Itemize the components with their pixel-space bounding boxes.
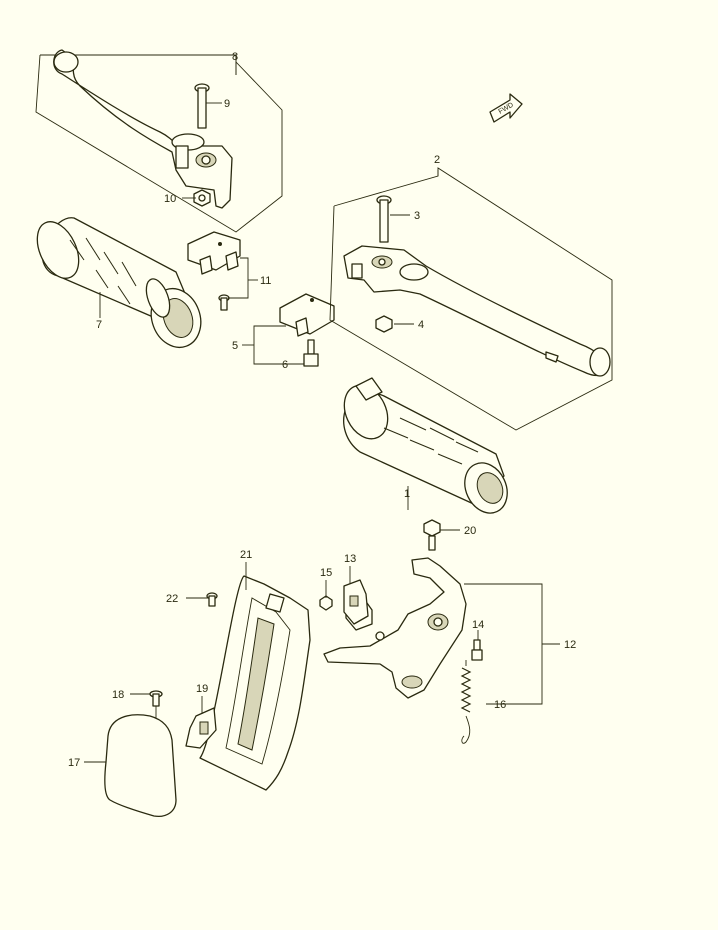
bolt-20 bbox=[423, 519, 441, 551]
switch-housing-21 bbox=[199, 575, 311, 791]
switch-bracket-12 bbox=[323, 557, 467, 699]
callout-5: 5 bbox=[232, 340, 238, 352]
callout-1: 1 bbox=[404, 488, 410, 500]
callout-3: 3 bbox=[414, 210, 420, 222]
callout-4: 4 bbox=[418, 319, 424, 331]
screw-18 bbox=[149, 690, 163, 707]
callout-11: 11 bbox=[260, 275, 271, 287]
callout-16: 16 bbox=[494, 699, 506, 711]
callout-8: 8 bbox=[232, 51, 238, 63]
leader-lines bbox=[84, 62, 560, 763]
nut-15 bbox=[319, 595, 333, 611]
spring-16 bbox=[460, 660, 472, 744]
callout-14: 14 bbox=[472, 619, 484, 631]
left-grip bbox=[36, 217, 202, 349]
callout-10: 10 bbox=[164, 193, 176, 205]
callout-22: 22 bbox=[166, 593, 178, 605]
switch-11 bbox=[187, 231, 241, 275]
screw-6 bbox=[303, 339, 319, 367]
callout-21: 21 bbox=[240, 549, 252, 561]
nut-4 bbox=[375, 315, 393, 333]
switch-13 bbox=[343, 579, 369, 625]
bolt-9 bbox=[194, 83, 210, 129]
piece-19 bbox=[185, 707, 217, 749]
fwd-arrow: FWD bbox=[489, 93, 523, 123]
screw-22 bbox=[206, 592, 218, 607]
cover-17 bbox=[104, 714, 177, 818]
screw-11 bbox=[218, 294, 230, 311]
callout-12: 12 bbox=[564, 639, 576, 651]
right-lever bbox=[343, 245, 611, 377]
callout-18: 18 bbox=[112, 689, 124, 701]
callout-13: 13 bbox=[344, 553, 356, 565]
left-lever bbox=[53, 49, 233, 209]
callout-9: 9 bbox=[224, 98, 230, 110]
callouts: 8 9 10 2 3 4 7 11 5 6 1 20 21 13 15 22 1… bbox=[68, 51, 576, 769]
callout-2: 2 bbox=[434, 154, 440, 166]
callout-7: 7 bbox=[96, 319, 102, 331]
screw-14 bbox=[471, 639, 483, 661]
callout-6: 6 bbox=[282, 359, 288, 371]
callout-20: 20 bbox=[464, 525, 476, 537]
right-grip bbox=[343, 377, 508, 514]
callout-15: 15 bbox=[320, 567, 332, 579]
switch-5 bbox=[279, 293, 335, 337]
callout-19: 19 bbox=[196, 683, 208, 695]
bolt-3 bbox=[376, 195, 392, 243]
nut-10 bbox=[193, 189, 211, 207]
callout-17: 17 bbox=[68, 757, 80, 769]
